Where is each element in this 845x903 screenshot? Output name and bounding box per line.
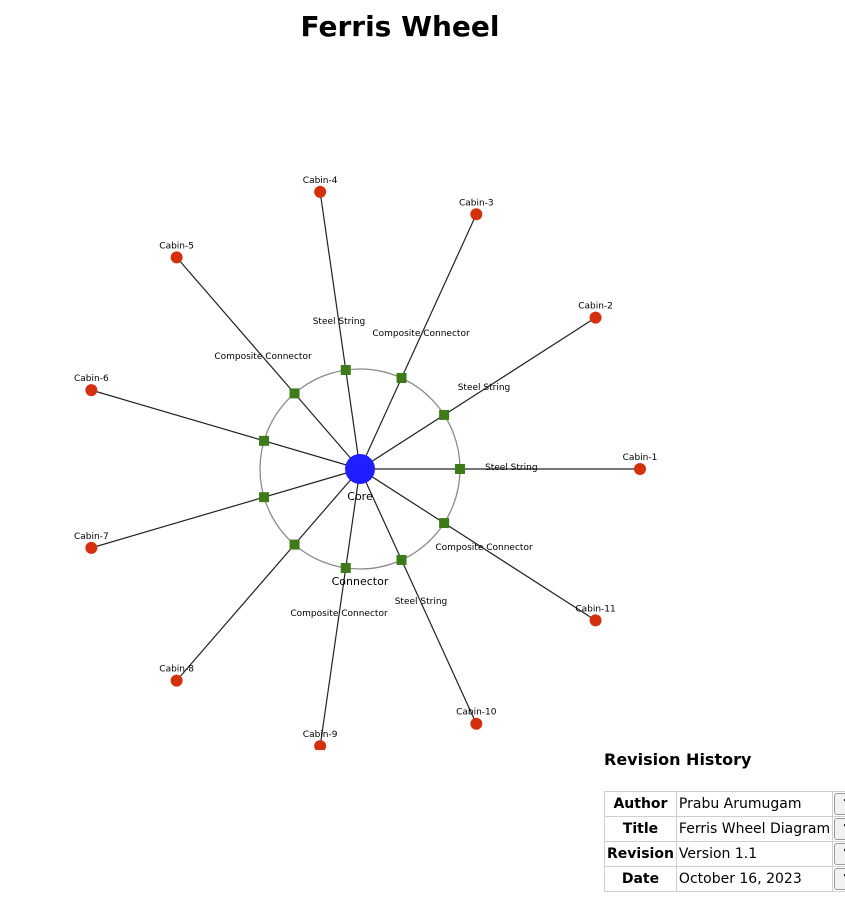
edit-date-button[interactable]	[834, 868, 845, 890]
row-value: Ferris Wheel Diagram	[675, 816, 834, 842]
spoke-line	[359, 214, 477, 470]
edit-title-button[interactable]	[834, 818, 845, 840]
revision-row-title: Title Ferris Wheel Diagram	[604, 816, 845, 842]
cabin-node	[470, 208, 483, 221]
cabin-label: Cabin-4	[303, 176, 338, 186]
connector-node	[259, 435, 270, 446]
row-value: Version 1.1	[675, 841, 834, 867]
cabin-label: Cabin-6	[74, 374, 109, 384]
connector-node	[455, 464, 465, 474]
connector-type-label: Steel String	[395, 597, 448, 607]
cabin-node	[85, 541, 98, 554]
connector-type-label: Steel String	[458, 383, 511, 393]
edit-author-button[interactable]	[834, 793, 845, 815]
connector-type-label: Steel String	[313, 317, 366, 327]
cabin-node	[85, 384, 98, 397]
connector-node	[439, 518, 450, 529]
connector-node	[340, 562, 351, 573]
cabin-label: Cabin-10	[456, 708, 497, 718]
cabin-label: Cabin-5	[159, 241, 194, 251]
connector-node	[259, 492, 270, 503]
cabin-label: Cabin-3	[459, 198, 494, 208]
connector-node	[396, 554, 407, 565]
cabin-node	[170, 674, 183, 687]
connector-type-label: Steel String	[485, 463, 538, 473]
connector-node	[289, 388, 300, 399]
cabin-node	[170, 251, 183, 264]
connector-node	[289, 539, 300, 550]
connector-type-label: Composite Connector	[214, 352, 312, 362]
cabin-label: Cabin-1	[623, 453, 658, 463]
revision-history-table: Author Prabu Arumugam Title Ferris Wheel…	[604, 791, 845, 892]
row-label: Title	[604, 816, 677, 842]
row-label: Revision	[604, 841, 677, 867]
connector-node	[439, 409, 450, 420]
revision-row-date: Date October 16, 2023	[604, 866, 845, 892]
row-label: Author	[604, 791, 677, 817]
cabin-label: Cabin-8	[159, 665, 194, 675]
connector-label: Connector	[332, 575, 389, 588]
spoke-line	[319, 191, 361, 470]
spoke-line	[359, 317, 596, 470]
spoke-line	[359, 468, 477, 724]
row-value: Prabu Arumugam	[675, 791, 834, 817]
revision-row-revision: Revision Version 1.1	[604, 841, 845, 867]
cabin-node	[470, 717, 483, 730]
cabin-label: Cabin-11	[575, 604, 615, 614]
connector-type-label: Composite Connector	[435, 543, 533, 553]
core-label: Core	[347, 490, 373, 503]
spoke-line	[359, 468, 596, 621]
connector-node	[396, 373, 407, 384]
row-label: Date	[604, 866, 677, 892]
cabin-label: Cabin-2	[578, 302, 613, 312]
row-value: October 16, 2023	[675, 866, 834, 892]
cabin-label: Cabin-7	[74, 532, 109, 542]
spoke-line	[176, 256, 361, 470]
cabin-node	[634, 463, 646, 475]
connector-type-label: Composite Connector	[290, 609, 388, 619]
spoke-line	[91, 389, 361, 470]
cabin-node	[589, 311, 602, 324]
cabin-node	[314, 185, 327, 198]
revision-history-heading: Revision History	[604, 750, 752, 769]
core-node	[345, 454, 375, 484]
cabin-label: Cabin-9	[303, 730, 338, 740]
cabin-node	[589, 614, 602, 627]
edit-revision-button[interactable]	[834, 843, 845, 865]
revision-row-author: Author Prabu Arumugam	[604, 791, 845, 817]
connector-type-label: Composite Connector	[372, 329, 470, 339]
page-title: Ferris Wheel	[300, 10, 500, 43]
connector-node	[340, 365, 351, 376]
spoke-line	[176, 468, 361, 682]
spoke-line	[91, 468, 361, 549]
spoke-line	[319, 468, 361, 747]
cabin-node	[314, 740, 327, 750]
